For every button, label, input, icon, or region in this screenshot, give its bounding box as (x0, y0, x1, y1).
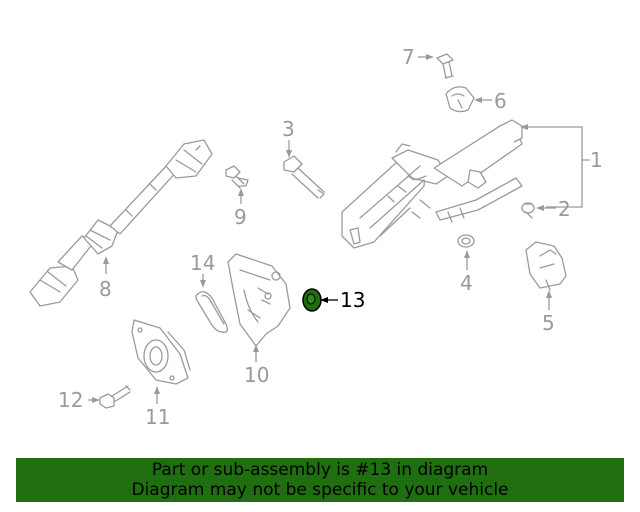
leader-4 (464, 250, 470, 270)
leader-11 (154, 386, 160, 404)
part-1-steering-column (341, 119, 523, 249)
leader-13 (320, 297, 338, 303)
part-4-nut (457, 234, 475, 248)
part-3-bolt (283, 155, 325, 199)
part-2-bolt (521, 202, 535, 219)
part-13-highlighted (302, 288, 322, 312)
leader-8 (103, 256, 109, 274)
part-7-bolt (436, 53, 454, 79)
part-9-bolt (225, 165, 249, 189)
leader-12 (88, 397, 100, 403)
callout-14: 14 (190, 251, 215, 275)
callout-12: 12 (58, 388, 83, 412)
part-10-cover (227, 253, 291, 347)
callout-10: 10 (244, 363, 269, 387)
callout-13: 13 (340, 288, 365, 312)
part-12-bolt (99, 385, 131, 409)
part-11-boot-plate (131, 319, 191, 385)
part-8-intermediate-shaft (29, 139, 213, 307)
banner-line-2: Diagram may not be specific to your vehi… (131, 480, 509, 500)
callout-4: 4 (460, 271, 473, 295)
footer-banner: Part or sub-assembly is #13 in diagram D… (16, 458, 624, 502)
callout-5: 5 (542, 311, 555, 335)
callout-1: 1 (590, 148, 603, 172)
part-14-o-ring (195, 291, 228, 333)
leader-6 (474, 97, 492, 103)
part-6-clip (445, 86, 475, 113)
leader-7 (418, 54, 434, 60)
banner-line-1: Part or sub-assembly is #13 in diagram (151, 460, 489, 480)
callout-11: 11 (145, 405, 170, 429)
parts-diagram: 1 2 3 4 5 6 7 8 9 10 11 12 13 14 (29, 45, 603, 429)
callout-7: 7 (402, 45, 415, 69)
leader-3 (286, 140, 292, 158)
callout-2: 2 (558, 197, 571, 221)
callout-3: 3 (282, 117, 295, 141)
leader-10 (253, 344, 259, 362)
callout-8: 8 (99, 277, 112, 301)
part-5-bracket (525, 241, 567, 291)
leader-5 (546, 290, 552, 310)
leader-2 (536, 205, 556, 211)
leader-9 (238, 188, 244, 204)
leader-1 (520, 124, 590, 208)
callout-6: 6 (494, 89, 507, 113)
leader-14 (200, 274, 206, 288)
callout-9: 9 (234, 205, 247, 229)
